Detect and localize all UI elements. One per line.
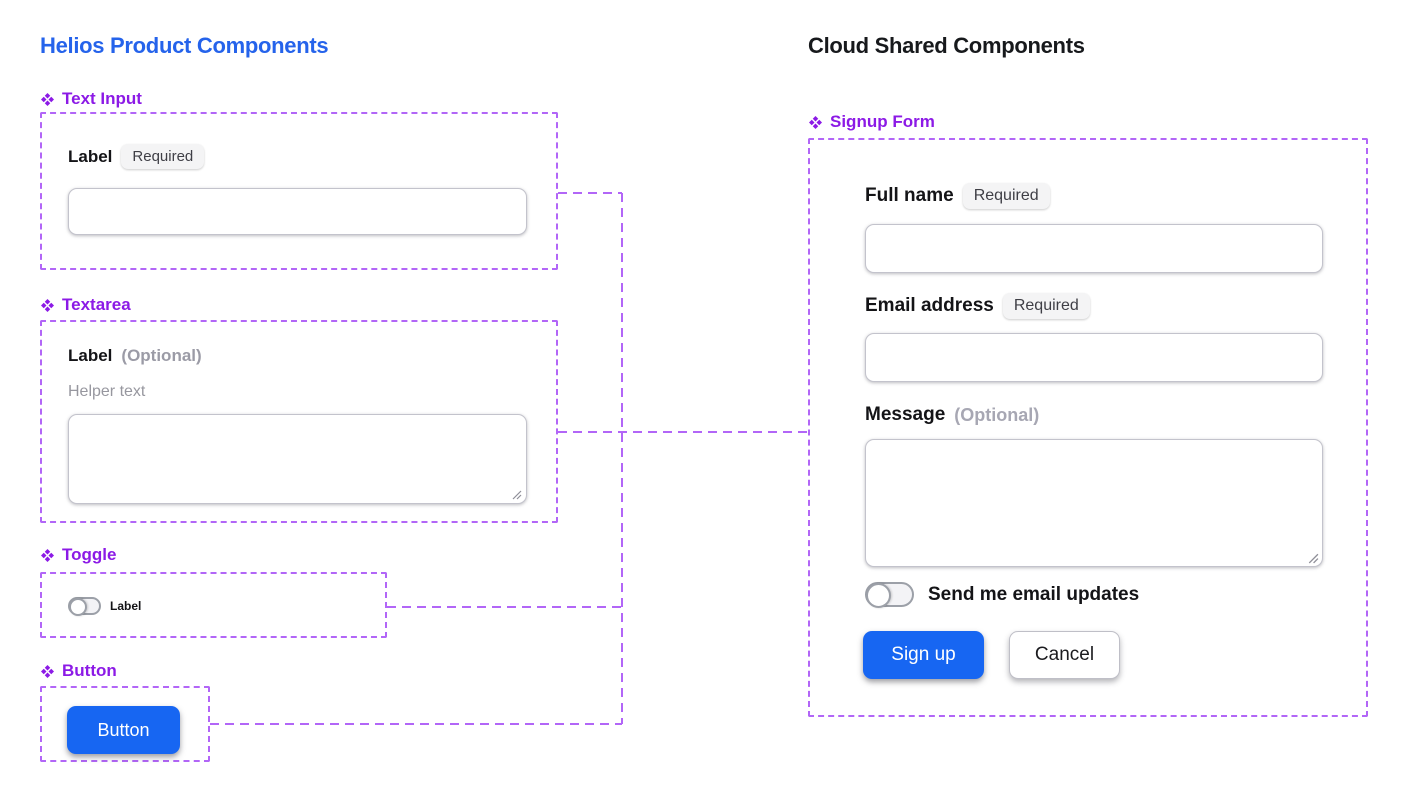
component-icon: [809, 115, 822, 129]
right-page-title: Cloud Shared Components: [808, 33, 1085, 58]
full-name-label: Full name: [865, 185, 954, 206]
component-icon: [41, 92, 54, 106]
left-page-title: Helios Product Components: [40, 33, 329, 58]
component-icon: [41, 548, 54, 562]
required-badge: Required: [962, 183, 1050, 209]
textarea-label-row: Label (Optional): [68, 346, 202, 366]
textarea-field[interactable]: [68, 414, 527, 504]
component-icon: [41, 298, 54, 312]
email-label-row: Email address Required: [865, 293, 1090, 319]
library-button[interactable]: Button: [67, 706, 180, 754]
optional-tag: (Optional): [121, 346, 202, 365]
section-header-text-input: Text Input: [40, 89, 142, 109]
required-badge: Required: [1002, 293, 1090, 319]
cancel-button[interactable]: Cancel: [1009, 631, 1120, 679]
section-header-signup-form: Signup Form: [808, 112, 935, 132]
button-component-frame: Button: [40, 686, 210, 762]
toggle-label: Label: [110, 599, 142, 613]
helper-text: Helper text: [68, 383, 146, 400]
section-header-textarea: Textarea: [40, 295, 131, 315]
optional-tag: (Optional): [954, 404, 1040, 425]
toggle-knob[interactable]: [866, 583, 891, 608]
section-title-toggle: Toggle: [62, 545, 117, 564]
section-header-toggle: Toggle: [40, 545, 116, 565]
email-input[interactable]: [865, 333, 1323, 382]
text-input-field[interactable]: [68, 188, 527, 235]
section-title-textarea: Textarea: [62, 295, 131, 314]
email-label: Email address: [865, 295, 994, 316]
toggle-component-frame: Label: [40, 572, 387, 638]
signup-form-frame: Full name Required Email address Require…: [808, 138, 1368, 717]
textarea-component-frame: Label (Optional) Helper text: [40, 320, 558, 523]
text-input-label: Label: [68, 146, 113, 166]
message-textarea[interactable]: [865, 439, 1323, 567]
section-title-text-input: Text Input: [62, 89, 142, 108]
text-input-component-frame: Label Required: [40, 112, 558, 270]
textarea-label: Label: [68, 346, 113, 365]
sign-up-button[interactable]: Sign up: [863, 631, 984, 679]
full-name-label-row: Full name Required: [865, 183, 1050, 209]
section-title-signup-form: Signup Form: [830, 112, 935, 131]
toggle-knob[interactable]: [69, 598, 87, 616]
section-title-button: Button: [62, 661, 117, 680]
message-label: Message: [865, 404, 946, 425]
message-label-row: Message (Optional): [865, 404, 1039, 426]
section-header-button: Button: [40, 661, 117, 681]
full-name-input[interactable]: [865, 224, 1323, 273]
component-icon: [41, 664, 54, 678]
required-badge: Required: [121, 144, 205, 169]
email-updates-toggle[interactable]: [865, 582, 914, 608]
text-input-label-row: Label Required: [68, 144, 205, 169]
toggle-switch[interactable]: [68, 597, 101, 616]
email-updates-label: Send me email updates: [928, 584, 1140, 605]
